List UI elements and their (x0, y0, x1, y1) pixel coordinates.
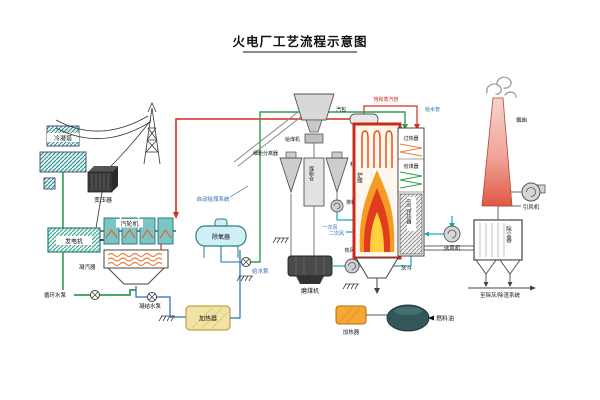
hot-air-fan-label: 热风机 (344, 247, 359, 254)
coal-conveyor (233, 111, 303, 167)
primary-air-line (336, 212, 354, 221)
oil-heater-label: 加热器 (343, 328, 360, 336)
deaerator-label: 除氧器 (212, 233, 230, 241)
power-wire (55, 115, 149, 132)
coal-feeder-label: 给煤机 (285, 136, 300, 143)
primary-air-label: 一次风 (322, 224, 337, 231)
chimney-label: 烟囱 (516, 116, 527, 124)
coarse-separator-cone (325, 157, 349, 194)
dust-collector-label: 除尘器 (505, 225, 512, 244)
circulating-water: 循环水泵 (36, 289, 136, 300)
fuel-oil-label: 燃料油 (436, 315, 454, 323)
furnace-label: 炉膛 (356, 171, 363, 185)
powder-bin-box (303, 157, 325, 207)
flue-duct (424, 245, 474, 251)
fine-separator-label: 细粉分离器 (253, 150, 278, 157)
hot-air-fan-icon (344, 258, 360, 274)
air-preheater-label: 空气预热器 (406, 198, 412, 225)
generator: 发电机 (47, 227, 104, 253)
circulating-pump-label: 循环水泵 (44, 291, 67, 299)
feedwater-line: 给水管 (250, 106, 440, 263)
id-fan: 引风机 (510, 182, 546, 211)
power-wire (102, 119, 152, 175)
deaerator: 除氧器 (195, 218, 247, 258)
cooling-tower: 冷凝塔 (39, 125, 87, 295)
page-title: 火电厂工艺流程示意图 (232, 34, 367, 53)
steam-turbine-label: 汽轮机 (120, 220, 138, 228)
fuel-oil-system: 加热器 燃料油 (335, 304, 454, 336)
steam-drum-label: 汽包 (336, 106, 346, 113)
powder-fan-icon (330, 199, 344, 213)
powder-bin-label: 煤粉仓 (308, 165, 314, 181)
condensate-pump-label: 凝结水泵 (139, 302, 162, 310)
feedwater-pipe-label: 给水管 (425, 106, 440, 113)
condensate-system: 凝结水泵 (135, 286, 186, 318)
feed-pump-label: 给水泵 (252, 267, 269, 275)
ash-hopper: 灰斗 (355, 257, 413, 294)
dust-collector: 除尘器 (473, 205, 523, 287)
transformer-label: 变压器 (94, 196, 112, 204)
fd-fan-icon (443, 225, 461, 243)
coal-mill: 磨煤机 (287, 255, 333, 295)
main-steam-line: 饱和蒸汽管 (173, 96, 420, 219)
fd-fan-label: 送风机 (444, 244, 461, 252)
esp-outlet-duct (497, 205, 521, 220)
saturated-steam-label: 饱和蒸汽管 (373, 96, 398, 103)
condenser: 凝汽器 (79, 244, 169, 285)
ash-hopper-label: 灰斗 (401, 264, 413, 272)
coal-feeder-box (304, 133, 324, 144)
smoke-icon (486, 76, 517, 98)
id-fan-label: 引风机 (523, 203, 540, 211)
fd-fan: 送风机 (424, 216, 461, 252)
generator-label: 发电机 (65, 238, 83, 246)
title-text: 火电厂工艺流程示意图 (232, 34, 367, 49)
condenser-label: 凝汽器 (79, 263, 96, 271)
economizer-label: 省煤器 (403, 163, 418, 170)
ash-removal-label: 至除灰/除渣系统 (480, 291, 521, 299)
coal-mill-label: 磨煤机 (301, 287, 319, 295)
fine-separator-cone (279, 157, 303, 194)
chimney-body (481, 97, 513, 207)
transmission-tower (55, 102, 161, 175)
transformer: 变压器 (87, 166, 118, 229)
chimney: 烟囱 (481, 76, 527, 207)
lp-heater: 加热器 (185, 250, 241, 331)
lp-heater-label: 加热器 (199, 315, 217, 323)
id-fan-icon (521, 182, 541, 202)
secondary-air-label: 二次风 (329, 230, 344, 237)
superheater-label: 过热器 (403, 135, 418, 142)
steam-turbine: 汽轮机 (100, 217, 176, 245)
feed-pump: 给水泵 (220, 246, 269, 275)
boiler: 汽包 炉膛 过热器 省煤器 空气预热器 (336, 106, 474, 260)
power-wire (55, 121, 151, 140)
ash-removal: 至除灰/除渣系统 (468, 285, 536, 299)
coal-bunker (293, 93, 335, 121)
superheater-tubes (361, 130, 393, 168)
cooling-tower-label: 冷凝塔 (54, 135, 72, 143)
coal-feed-system-label: 自动给煤系统 (196, 195, 230, 203)
